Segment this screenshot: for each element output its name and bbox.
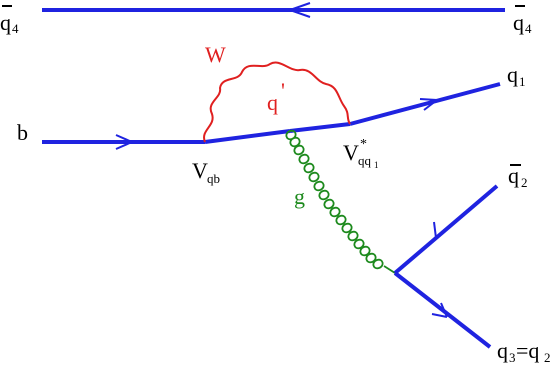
svg-text:': ' (281, 78, 285, 103)
svg-text:V: V (343, 140, 359, 165)
svg-text:2: 2 (521, 175, 528, 190)
svg-text:q: q (507, 62, 518, 87)
svg-text:2: 2 (544, 350, 551, 365)
qprime-line-1 (204, 129, 291, 144)
label-q1: q 1 (507, 62, 526, 89)
svg-text:1: 1 (374, 160, 379, 170)
svg-text:q: q (0, 10, 11, 35)
label-Vqb: V qb (192, 158, 220, 186)
svg-text:=q: =q (516, 338, 539, 363)
gluon-line (285, 129, 396, 274)
svg-text:3: 3 (509, 350, 516, 365)
label-antiquark4-left: q 4 (0, 5, 19, 36)
q3-line (393, 271, 492, 349)
svg-text:1: 1 (519, 74, 526, 89)
qprime-line-2 (289, 122, 351, 133)
svg-text:qb: qb (207, 171, 220, 186)
svg-text:*: * (360, 137, 367, 152)
arrow-icon (419, 98, 438, 111)
arrow-icon (431, 302, 448, 318)
svg-text:q: q (508, 163, 519, 188)
svg-text:V: V (192, 158, 208, 183)
svg-text:q: q (513, 10, 524, 35)
label-antiquark2: q 2 (508, 163, 528, 190)
label-g: g (294, 184, 305, 209)
svg-text:qq: qq (358, 153, 372, 168)
label-q3-equals-q2: q 3 =q 2 (497, 338, 551, 365)
label-Vqq1-star: V * qq 1 (343, 137, 379, 170)
label-W: W (205, 42, 226, 67)
svg-text:q: q (497, 338, 508, 363)
label-b: b (17, 120, 28, 145)
label-antiquark4-right: q 4 (513, 5, 532, 36)
svg-text:4: 4 (12, 21, 19, 36)
label-qprime: q ' (267, 78, 285, 115)
arrow-icon (433, 221, 450, 239)
arrow-icon (289, 2, 311, 18)
svg-text:4: 4 (525, 21, 532, 36)
arrow-icon (115, 134, 133, 150)
q1-line (349, 82, 501, 126)
w-boson-loop (203, 61, 351, 143)
svg-text:q: q (267, 90, 278, 115)
